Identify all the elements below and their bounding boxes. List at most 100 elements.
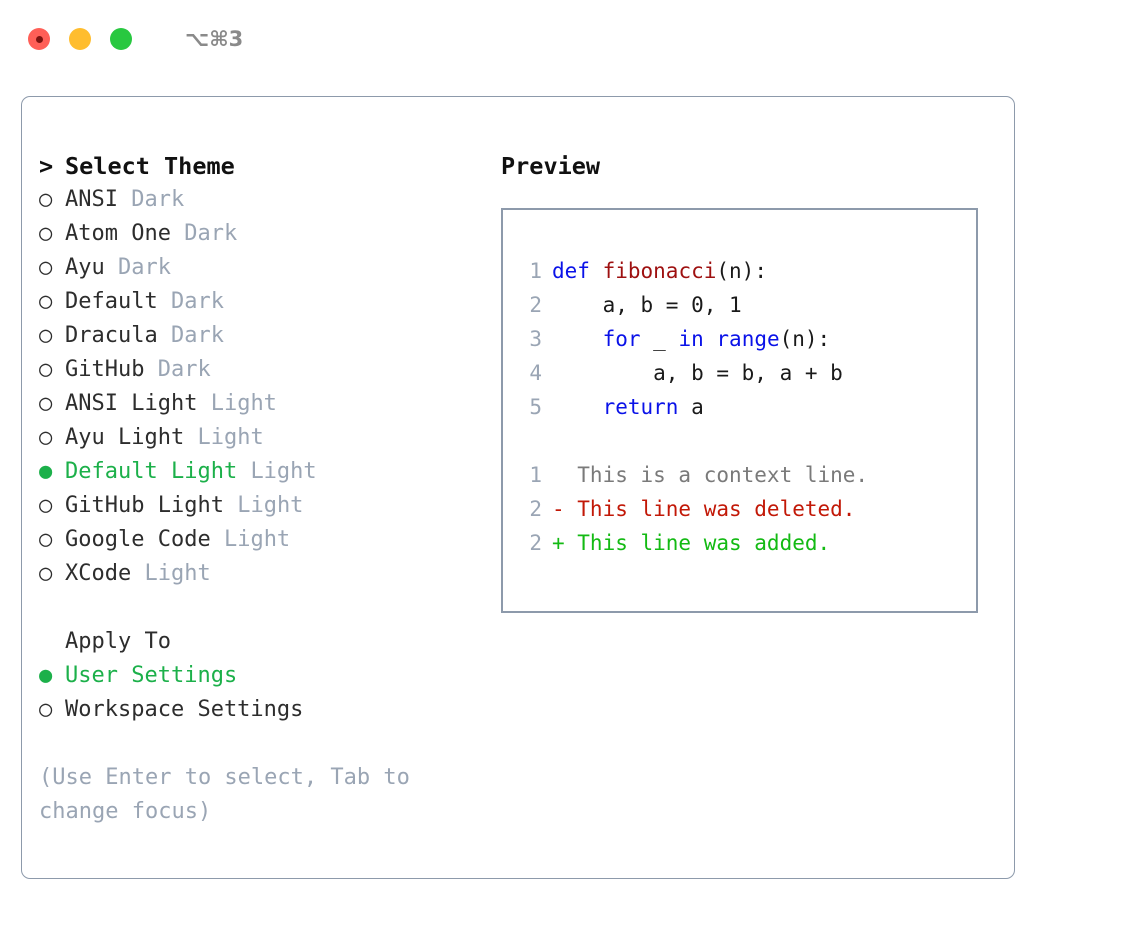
theme-option-github-light[interactable]: ○ GitHub Light Light xyxy=(39,489,487,523)
code-line-number: 4 xyxy=(529,361,542,385)
radio-selected-icon: ● xyxy=(39,459,53,484)
section-spacer xyxy=(39,591,487,625)
code-token: for xyxy=(602,327,641,351)
theme-option-label: Ayu xyxy=(65,255,105,280)
theme-option-ayu-light[interactable]: ○Ayu Light Light xyxy=(39,421,487,455)
theme-option-variant: Dark xyxy=(170,323,224,348)
code-line: 1 def fibonacci(n): xyxy=(516,254,976,288)
code-token: return xyxy=(602,395,679,419)
apply-to-option-user-settings[interactable]: ●User Settings xyxy=(39,659,487,693)
code-line-number: 5 xyxy=(529,395,542,419)
theme-option-label: ANSI xyxy=(65,187,118,212)
code-line-number: 3 xyxy=(529,327,542,351)
maximize-button[interactable] xyxy=(110,28,132,50)
theme-picker-column: >Select Theme ○ANSI Dark○Atom One Dark○A… xyxy=(22,97,487,878)
apply-to-title: ○Apply To xyxy=(39,625,487,659)
radio-unselected-icon: ○ xyxy=(39,493,53,518)
code-token: _ xyxy=(640,327,679,351)
title-bar: ⌥⌘3 xyxy=(0,0,1140,78)
diff-line: 2+ This line was added. xyxy=(516,526,976,560)
code-token: def xyxy=(552,259,590,283)
theme-option-variant: Light xyxy=(223,527,291,552)
radio-selected-icon: ● xyxy=(39,663,53,688)
theme-option-atom-one[interactable]: ○Atom One Dark xyxy=(39,217,487,251)
code-line-number: 2 xyxy=(529,293,542,317)
theme-option-ansi[interactable]: ○ ANSI Dark xyxy=(39,183,487,217)
diff-sample: 1 This is a context line. 2 - This line wa… xyxy=(516,458,976,560)
code-token: a, b = 0, 1 xyxy=(552,293,742,317)
code-token: a, b = b, a + b xyxy=(552,361,843,385)
theme-option-default-light[interactable]: ● Default Light Light xyxy=(39,455,487,489)
theme-option-label: GitHub xyxy=(65,357,145,382)
theme-option-label: Atom One xyxy=(65,221,171,246)
radio-unselected-icon: ○ xyxy=(39,527,53,552)
theme-option-variant: Light xyxy=(210,391,277,416)
radio-unselected-icon: ○ xyxy=(39,187,53,212)
diff-line-number: 2 xyxy=(529,497,542,521)
theme-option-label: GitHub Light xyxy=(65,493,224,518)
apply-to-list: ●User Settings○Workspace Settings xyxy=(39,659,487,727)
theme-option-label: ANSI Light xyxy=(65,391,198,416)
radio-unselected-icon: ○ xyxy=(39,255,53,280)
apply-to-title-indent: ○ xyxy=(39,625,65,659)
code-token: fibonacci xyxy=(602,259,717,283)
theme-option-google-code[interactable]: ○ Google Code Light xyxy=(39,523,487,557)
theme-option-label: Default Light xyxy=(65,459,238,484)
theme-option-variant: Light xyxy=(237,493,304,518)
theme-option-variant: Dark xyxy=(157,357,211,382)
diff-line-number: 1 xyxy=(529,463,542,487)
theme-option-ansi-light[interactable]: ○ ANSI Light Light xyxy=(39,387,487,421)
theme-option-variant: Dark xyxy=(170,289,224,314)
close-button[interactable] xyxy=(28,28,50,50)
theme-option-github[interactable]: ○ GitHub Dark xyxy=(39,353,487,387)
apply-to-title-label: Apply To xyxy=(65,629,171,654)
theme-option-variant: Light xyxy=(197,425,264,450)
theme-option-ayu[interactable]: ○ Ayu Dark xyxy=(39,251,487,285)
theme-list: ○ANSI Dark○Atom One Dark○Ayu Dark○Defaul… xyxy=(39,183,487,591)
code-token: range xyxy=(716,327,780,351)
theme-option-variant: Dark xyxy=(118,255,171,280)
radio-unselected-icon: ○ xyxy=(39,561,53,586)
prompt-caret-icon: > xyxy=(39,152,54,180)
radio-unselected-icon: ○ xyxy=(39,323,53,348)
code-token: (n): xyxy=(779,327,831,351)
code-line: 3 for _ in range(n): xyxy=(516,322,976,356)
diff-line: 1 This is a context line. xyxy=(516,458,976,492)
radio-unselected-icon: ○ xyxy=(39,391,53,416)
theme-option-label: Google Code xyxy=(65,527,211,552)
radio-unselected-icon: ○ xyxy=(39,357,53,382)
theme-option-default[interactable]: ○Default Dark xyxy=(39,285,487,319)
traffic-lights xyxy=(28,28,132,50)
main-panel: >Select Theme ○ANSI Dark○Atom One Dark○A… xyxy=(21,96,1015,879)
theme-option-label: Ayu Light xyxy=(65,425,185,450)
diff-spacer xyxy=(516,424,976,458)
theme-option-variant: Light xyxy=(250,459,317,484)
theme-list-header-label: Select Theme xyxy=(65,152,235,180)
code-token xyxy=(552,395,603,419)
code-token xyxy=(704,327,717,351)
code-line-number: 1 xyxy=(529,259,542,283)
radio-unselected-icon: ○ xyxy=(39,221,53,246)
theme-option-label: XCode xyxy=(65,561,132,586)
code-line: 5 return a xyxy=(516,390,976,424)
code-token: in xyxy=(678,327,704,351)
code-line: 2 a, b = 0, 1 xyxy=(516,288,976,322)
code-token: (n): xyxy=(716,259,767,283)
theme-option-label: Default xyxy=(65,289,158,314)
diff-line-text: - This line was deleted. xyxy=(552,497,856,521)
theme-option-dracula[interactable]: ○ Dracula Dark xyxy=(39,319,487,353)
keyboard-hint: (Use Enter to select, Tab to change focu… xyxy=(39,765,410,824)
code-line: 4 a, b = b, a + b xyxy=(516,356,976,390)
apply-to-option-workspace-settings[interactable]: ○Workspace Settings xyxy=(39,693,487,727)
theme-option-label: Dracula xyxy=(65,323,158,348)
code-token: a xyxy=(678,395,704,419)
theme-option-xcode[interactable]: ○XCode Light xyxy=(39,557,487,591)
diff-line-text: This is a context line. xyxy=(552,463,869,487)
theme-option-variant: Dark xyxy=(131,187,185,212)
minimize-button[interactable] xyxy=(69,28,91,50)
diff-line: 2 - This line was deleted. xyxy=(516,492,976,526)
code-token xyxy=(590,259,603,283)
